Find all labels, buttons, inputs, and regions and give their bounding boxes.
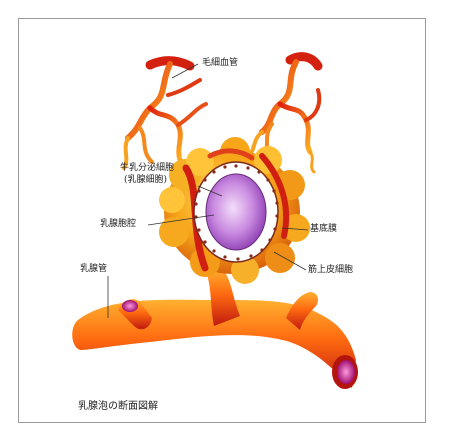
duct-branch-opening	[122, 300, 138, 312]
label-milk-cell-sub: (乳腺細胞)	[124, 176, 167, 185]
label-basement-membrane: 基底膜	[310, 225, 337, 234]
label-capillary: 毛細血管	[202, 59, 238, 68]
label-alveolar-lumen: 乳腺胞腔	[100, 220, 136, 229]
label-milk-cell: 牛乳分泌細胞	[120, 164, 174, 173]
label-myoepithelial-cell: 筋上皮細胞	[308, 266, 353, 275]
figure-caption: 乳腺泡の断面図解	[78, 402, 158, 412]
label-lactiferous-duct: 乳腺管	[80, 265, 107, 274]
duct-end-opening	[337, 360, 355, 384]
alveolar-lumen	[206, 174, 266, 250]
lactiferous-duct	[72, 268, 358, 389]
